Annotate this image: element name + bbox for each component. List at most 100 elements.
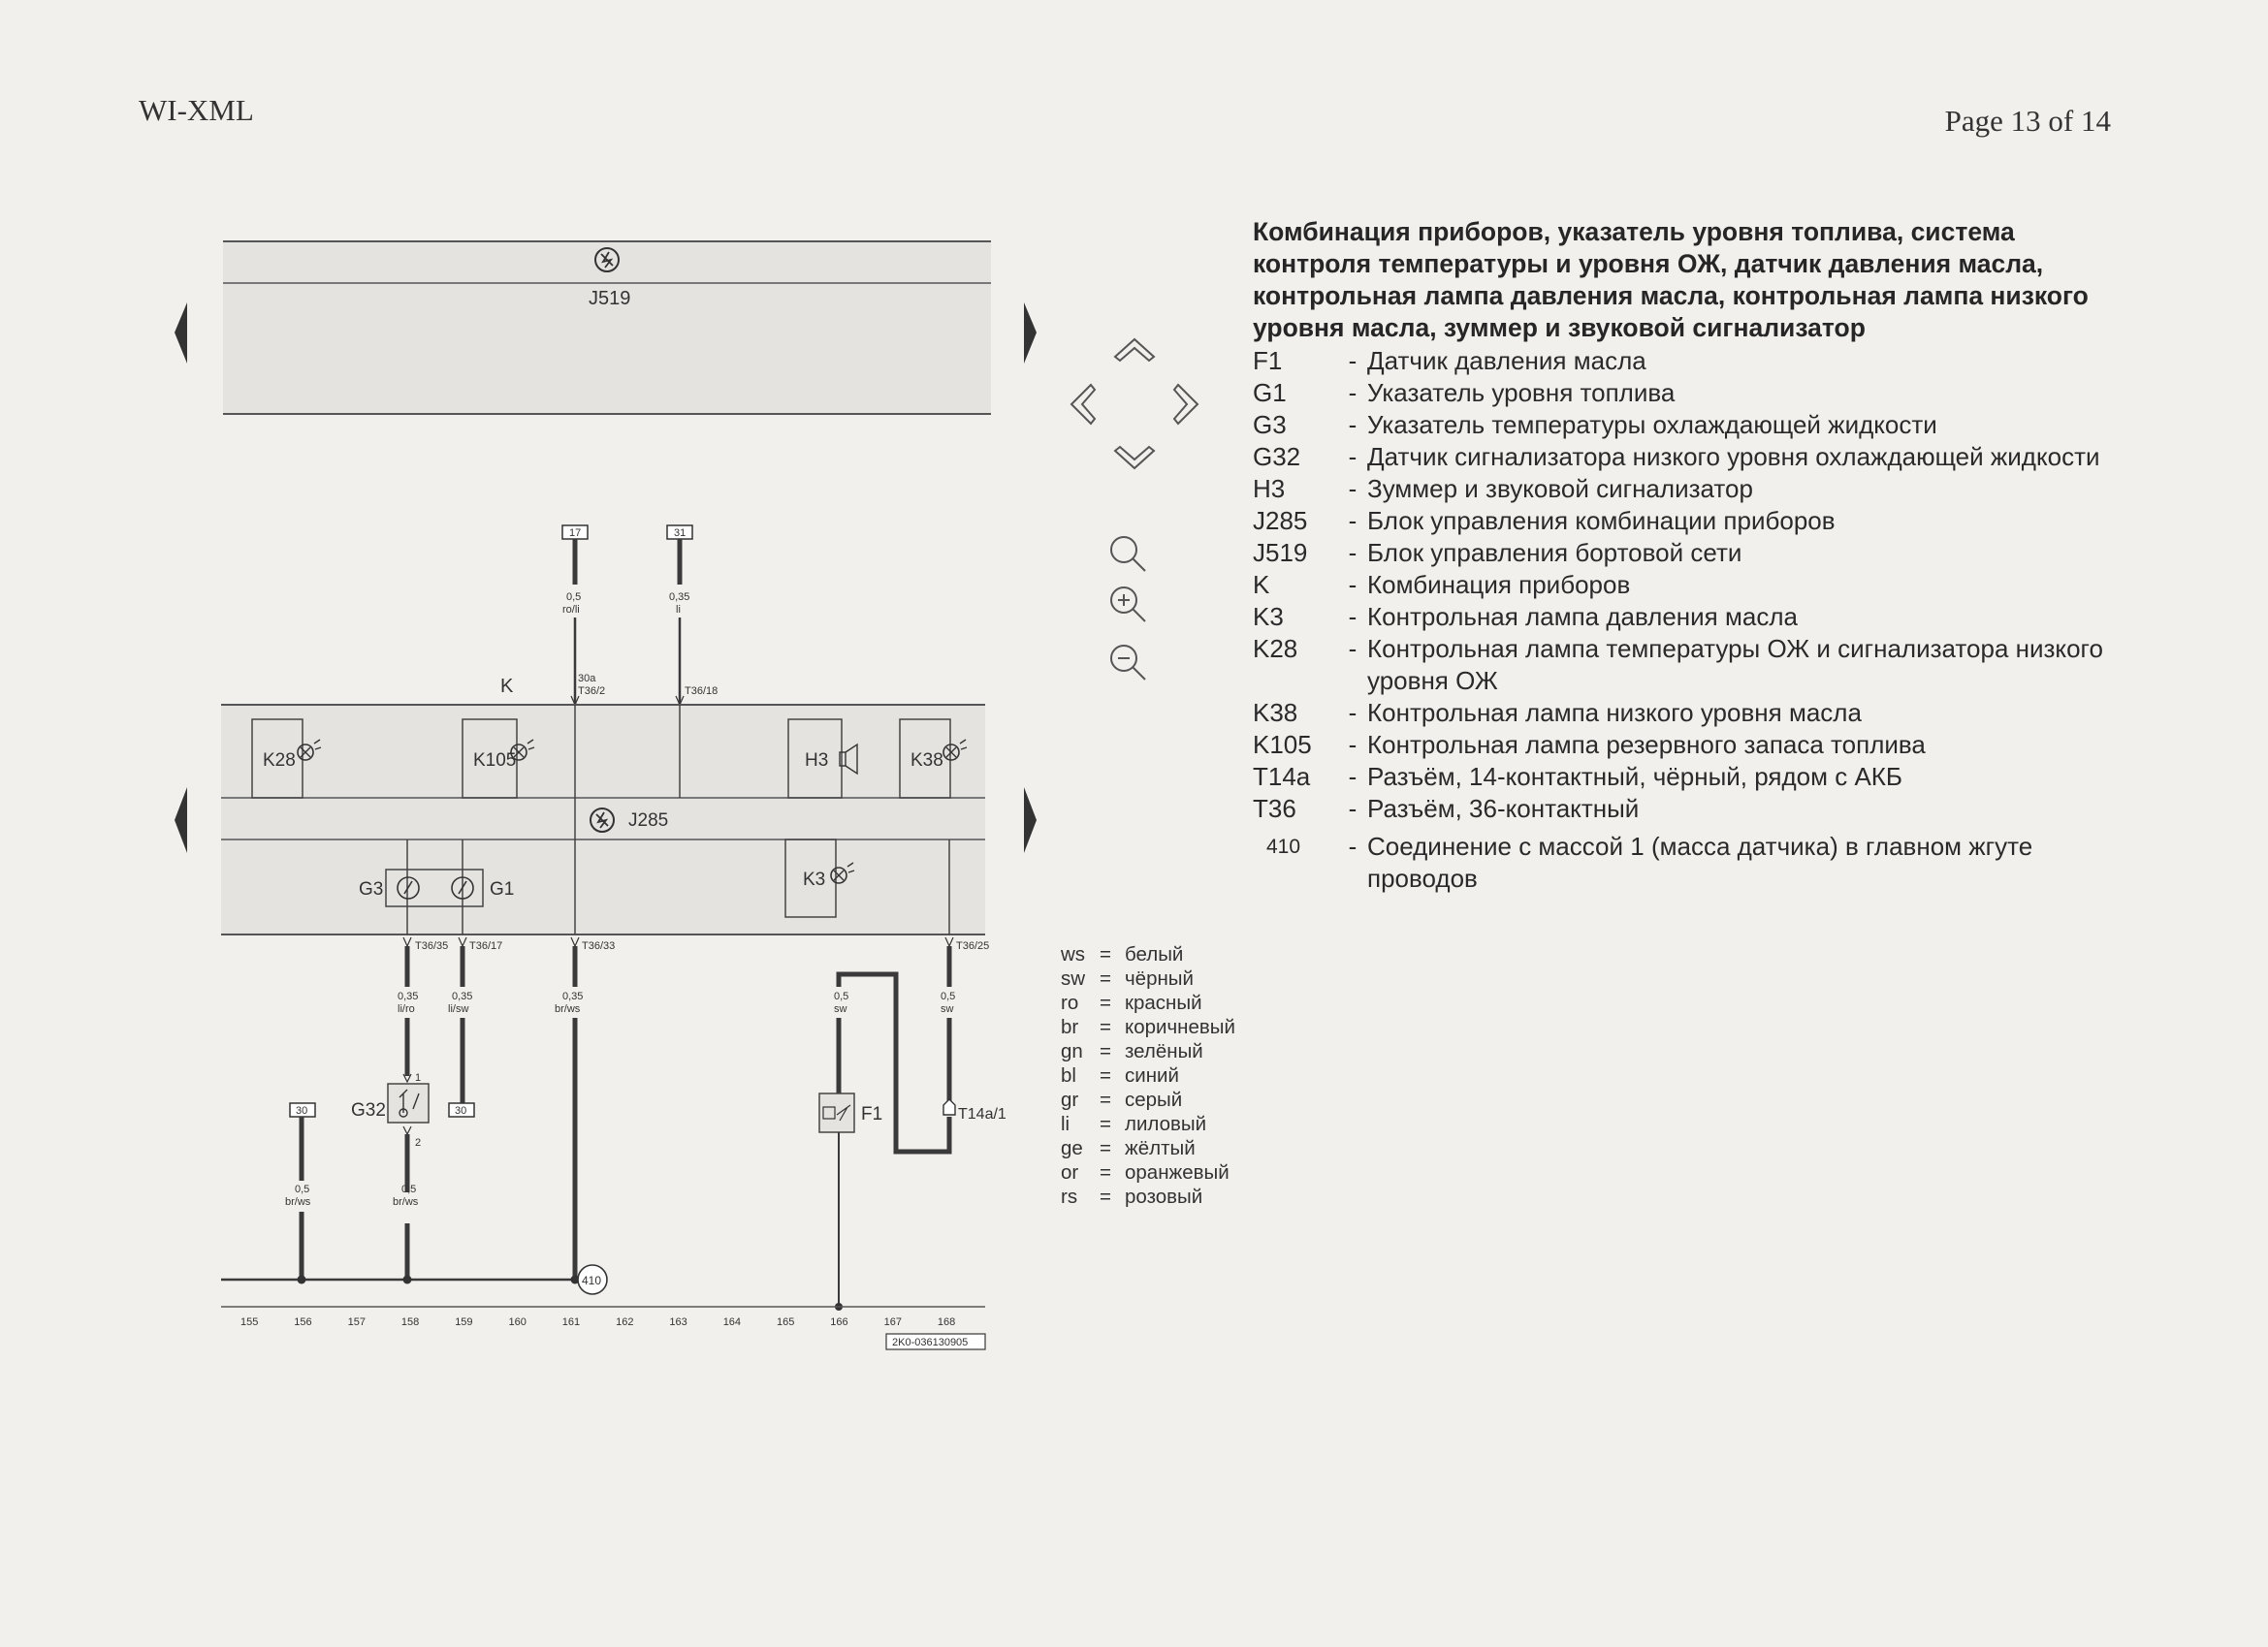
component-legend: Комбинация приборов, указатель уровня то… [1253, 216, 2125, 895]
zoom-icon[interactable] [1110, 536, 1146, 572]
legend-code: F1 [1253, 346, 1283, 375]
legend-desc: Датчик давления масла [1367, 346, 1646, 375]
legend-item: T14a-Разъём, 14-контактный, чёрный, рядо… [1253, 761, 2125, 793]
color-name: коричневый [1125, 1016, 1235, 1038]
k-label: K [500, 676, 514, 697]
legend-item: K-Комбинация приборов [1253, 569, 2125, 601]
color-equals: = [1100, 1137, 1111, 1159]
scale-number: 159 [455, 1316, 472, 1328]
arrow-down-icon[interactable] [1113, 445, 1156, 470]
scale-number: 163 [669, 1316, 687, 1328]
legend-desc: Датчик сигнализатора низкого уровня охла… [1367, 442, 2100, 471]
legend-dash: - [1348, 538, 1358, 567]
svg-text:1: 1 [415, 1072, 421, 1084]
prev-page-arrow-icon[interactable] [175, 302, 187, 364]
color-name: серый [1125, 1089, 1183, 1111]
k3-lamp: K3 [784, 839, 855, 918]
svg-text:K28: K28 [263, 750, 296, 771]
color-name: красный [1125, 992, 1202, 1014]
color-equals: = [1100, 1113, 1111, 1135]
wire-31-color: li [676, 604, 681, 616]
wire-g3-color: li/ro [398, 1003, 415, 1015]
color-name: белый [1125, 943, 1184, 966]
legend-dash: - [1348, 474, 1358, 503]
color-name: оранжевый [1125, 1161, 1230, 1184]
color-code: sw [1061, 967, 1086, 990]
svg-text:H3: H3 [805, 750, 828, 771]
scale-number: 161 [562, 1316, 580, 1328]
legend-dash: - [1348, 634, 1358, 663]
legend-dash: - [1348, 698, 1358, 727]
legend-code: J519 [1253, 538, 1308, 567]
legend-item: K105-Контрольная лампа резервного запаса… [1253, 729, 2125, 761]
legend-dash: - [1348, 832, 1358, 861]
svg-text:K3: K3 [803, 870, 825, 890]
color-equals: = [1100, 1064, 1111, 1087]
diagram-code: 2K0-036130905 [892, 1337, 968, 1348]
header-left: WI-XML [139, 93, 254, 127]
zoom-out-icon[interactable] [1110, 645, 1146, 681]
terminal-30-right [448, 1102, 475, 1118]
terminal-17-label: 17 [569, 527, 581, 539]
legend-item: H3 -Зуммер и звуковой сигнализатор [1253, 473, 2125, 505]
color-equals: = [1100, 943, 1111, 966]
legend-item: K28-Контрольная лампа температуры ОЖ и с… [1253, 633, 2125, 697]
zoom-in-icon[interactable] [1110, 586, 1146, 622]
k-cluster-panel [221, 705, 985, 934]
legend-item: F1 -Датчик давления масла [1253, 345, 2125, 377]
pin-t36-33: T36/33 [582, 940, 615, 952]
color-name: лиловый [1125, 1113, 1207, 1135]
arrow-left-icon[interactable] [1070, 383, 1097, 426]
color-code: bl [1061, 1064, 1076, 1087]
wire-f1-color: sw [834, 1003, 847, 1015]
legend-dash: - [1348, 794, 1358, 823]
color-name: синий [1125, 1064, 1179, 1087]
wire-t14-size: 0,5 [941, 991, 955, 1002]
g32-sensor: G32 1 2 [351, 1072, 430, 1149]
legend-code: H3 [1253, 474, 1286, 503]
color-code: or [1061, 1161, 1079, 1184]
prev-page-arrow-icon-2[interactable] [175, 787, 187, 853]
t14a-connector: T14a/1 [942, 1098, 1006, 1123]
j285-symbol-icon [590, 808, 615, 833]
color-code-item: ge=жёлтый [1061, 1136, 1235, 1160]
arrow-up-icon[interactable] [1113, 337, 1156, 363]
color-code: br [1061, 1016, 1079, 1038]
legend-desc: Зуммер и звуковой сигнализатор [1367, 474, 1753, 503]
legend-dash: - [1348, 570, 1358, 599]
legend-desc: Контрольная лампа давления масла [1367, 602, 1798, 631]
legend-code: J285 [1253, 506, 1308, 535]
scale-number: 164 [723, 1316, 741, 1328]
legend-code: T36 [1253, 794, 1296, 823]
legend-desc: Указатель температуры охлаждающей жидкос… [1367, 410, 1937, 439]
color-equals: = [1100, 1161, 1111, 1184]
svg-text:T14a/1: T14a/1 [958, 1106, 1006, 1123]
color-code-item: sw=чёрный [1061, 966, 1235, 991]
legend-desc: Разъём, 14-контактный, чёрный, рядом с А… [1367, 762, 1902, 791]
legend-dash: - [1348, 346, 1358, 375]
color-equals: = [1100, 967, 1111, 990]
color-name: розовый [1125, 1186, 1203, 1208]
legend-item: K3 -Контрольная лампа давления масла [1253, 601, 2125, 633]
scale-number: 160 [509, 1316, 527, 1328]
scale-number: 167 [884, 1316, 902, 1328]
color-code-item: or = оранжевый [1061, 1160, 1235, 1185]
scale-number: 162 [616, 1316, 633, 1328]
scale-number: 158 [401, 1316, 419, 1328]
color-code: rs [1061, 1186, 1078, 1208]
svg-text:F1: F1 [861, 1104, 882, 1124]
legend-code: K3 [1253, 602, 1284, 631]
next-page-arrow-icon[interactable] [1024, 302, 1037, 364]
scale-number: 166 [830, 1316, 847, 1328]
legend-code: K38 [1253, 698, 1298, 727]
g3-g1-gauges: G3 G1 [359, 869, 514, 907]
color-code: ws [1061, 943, 1086, 966]
legend-code: G1 [1253, 378, 1287, 407]
legend-title: Комбинация приборов, указатель уровня то… [1253, 217, 2089, 342]
wire-17-size: 0,5 [566, 591, 581, 603]
legend-dash: - [1348, 602, 1358, 631]
next-page-arrow-icon-2[interactable] [1024, 787, 1037, 853]
legend-desc: Контрольная лампа низкого уровня масла [1367, 698, 1862, 727]
arrow-right-icon[interactable] [1172, 383, 1199, 426]
